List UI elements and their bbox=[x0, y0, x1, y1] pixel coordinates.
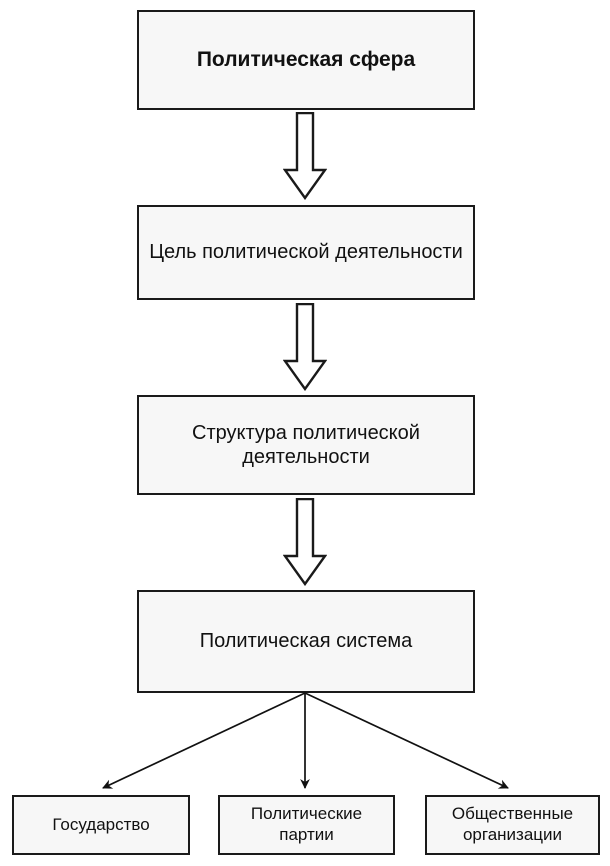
node-public-organizations-label: Общественные организации bbox=[451, 804, 574, 844]
node-political-sphere-label: Политическая сфера bbox=[196, 48, 416, 72]
node-structure-of-political-activity-label: Структура политической деятельности bbox=[192, 421, 420, 468]
node-state-label: Государство bbox=[52, 814, 150, 834]
node-structure-of-political-activity: Структура политической деятельности bbox=[137, 395, 475, 495]
node-state: Государство bbox=[12, 795, 190, 855]
node-goal-of-political-activity: Цель политической деятельности bbox=[137, 205, 475, 300]
node-political-parties-label: Политические партии bbox=[250, 804, 363, 844]
node-political-system: Политическая система bbox=[137, 590, 475, 693]
node-goal-of-political-activity-label: Цель политической деятельности bbox=[149, 241, 463, 264]
arrow-goal-to-structure bbox=[283, 303, 327, 391]
node-political-system-label: Политическая система bbox=[199, 630, 413, 653]
fanout-connectors bbox=[0, 688, 610, 800]
arrow-structure-to-system bbox=[283, 498, 327, 586]
line-system-to-state bbox=[102, 692, 306, 789]
arrow-sphere-to-goal bbox=[283, 112, 327, 200]
node-political-sphere: Политическая сфера bbox=[137, 10, 475, 110]
node-public-organizations: Общественные организации bbox=[425, 795, 600, 855]
node-political-parties: Политические партии bbox=[218, 795, 395, 855]
line-system-to-organizations bbox=[304, 692, 509, 789]
